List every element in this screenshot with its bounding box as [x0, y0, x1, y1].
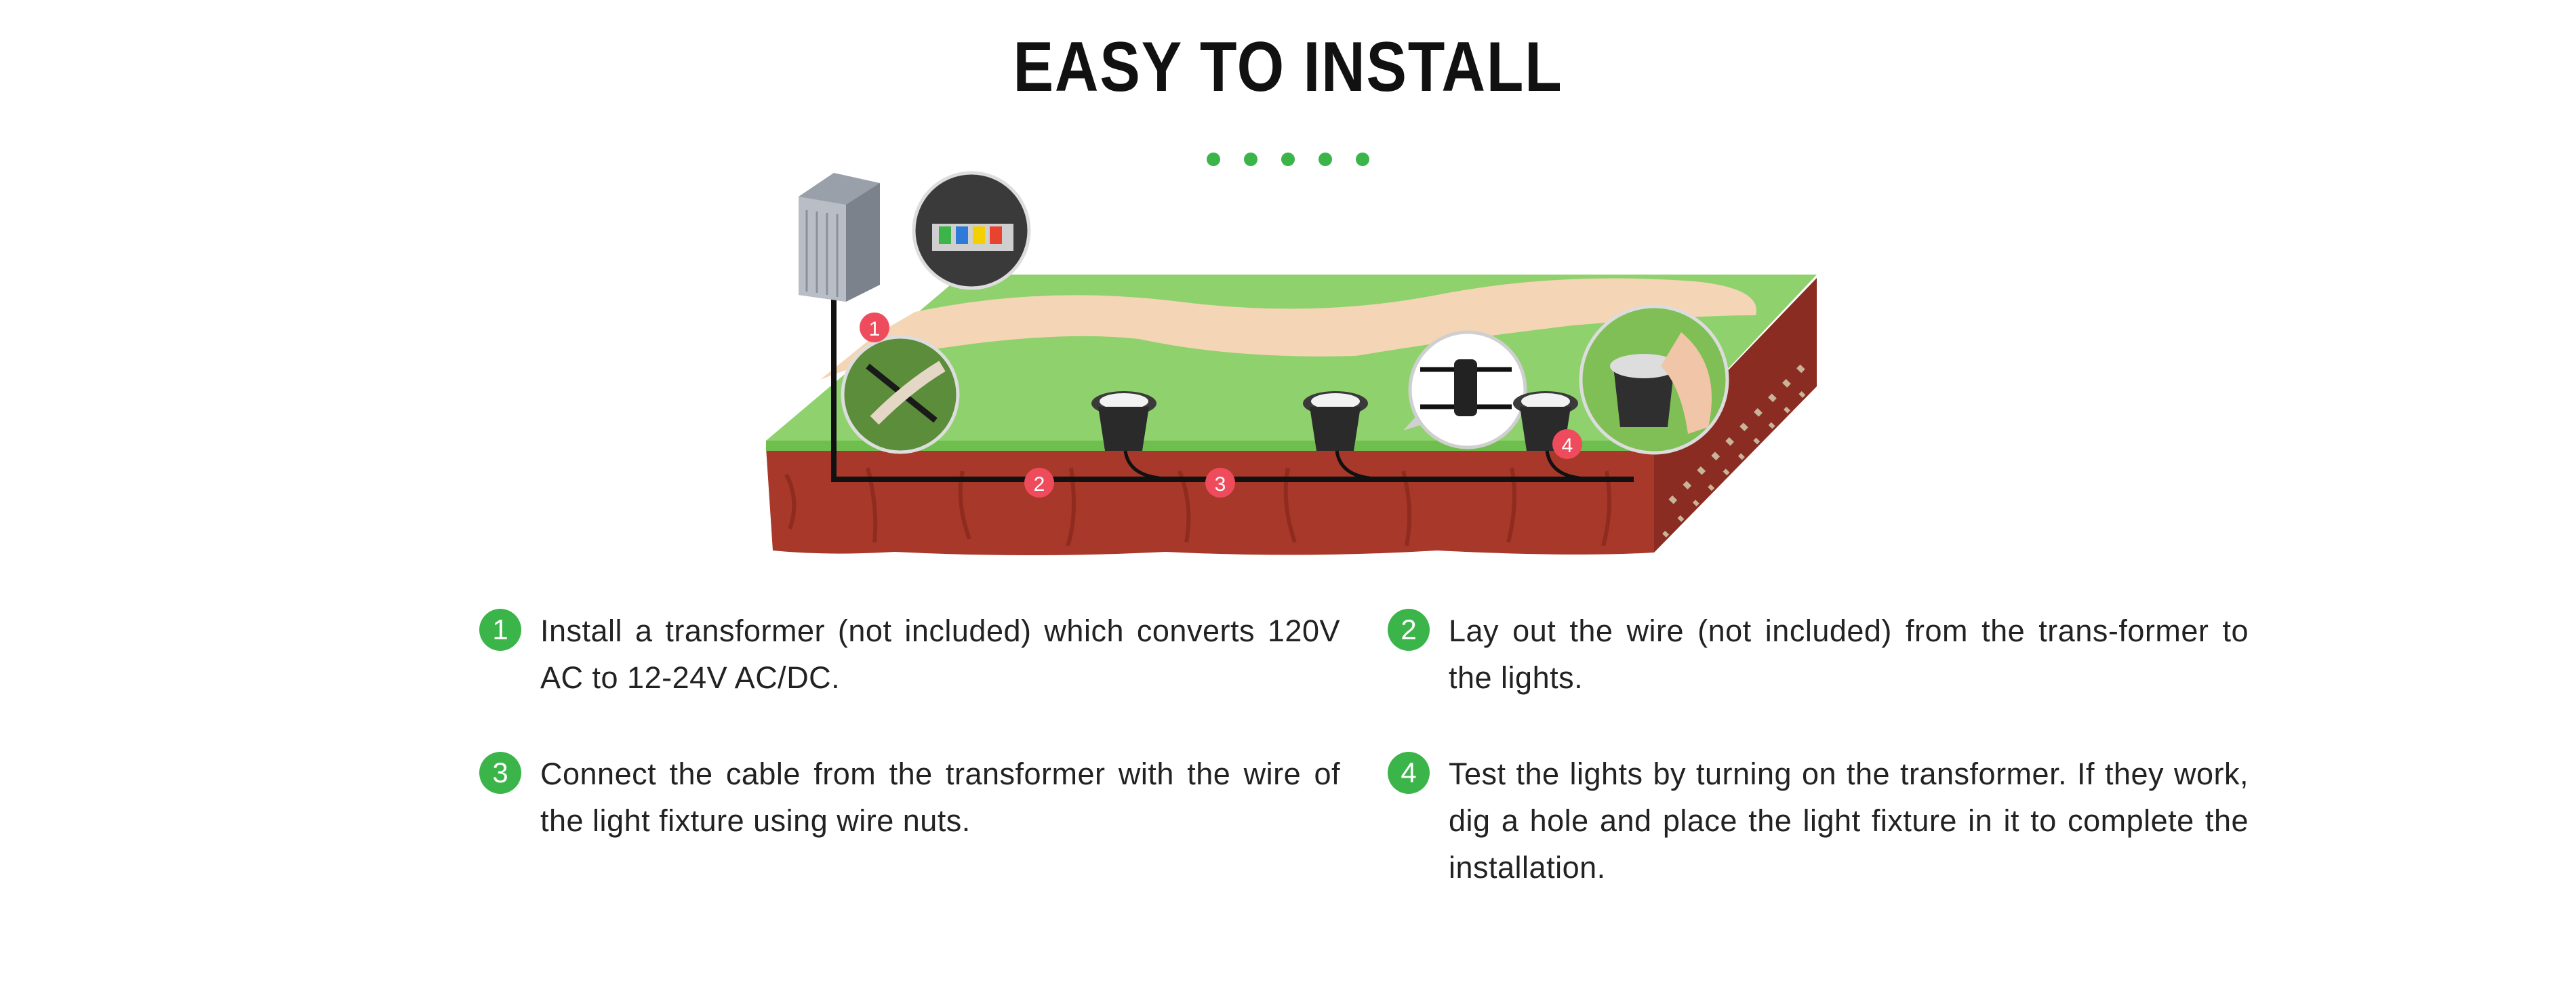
hand-inset	[1579, 304, 1729, 455]
soil-side	[1654, 278, 1817, 553]
light-fixture	[1091, 391, 1160, 480]
step-text: Install a transformer (not included) whi…	[540, 614, 1340, 695]
soil-front	[766, 447, 1654, 555]
marker-label: 1	[869, 318, 881, 340]
step-text: Test the lights by turning on the transf…	[1449, 757, 2249, 885]
marker-4: 4	[1552, 429, 1582, 459]
marker-label: 4	[1562, 435, 1573, 457]
marker-3: 3	[1205, 468, 1235, 498]
dot	[1319, 153, 1332, 166]
marker-1: 1	[860, 313, 889, 342]
terminal-inset	[912, 171, 1031, 290]
decorative-dots	[1207, 153, 1369, 173]
dot	[1207, 153, 1220, 166]
step-number-badge: 1	[479, 609, 521, 651]
wiring-inset	[841, 335, 960, 454]
page-title: EASY TO INSTALL	[1013, 28, 1563, 106]
connector-inset	[1403, 330, 1527, 449]
sand-path	[820, 278, 1756, 380]
step-number-badge: 2	[1388, 609, 1430, 651]
soil-texture	[784, 467, 1611, 546]
step-number-badge: 4	[1388, 752, 1430, 794]
light-fixture	[1303, 391, 1370, 480]
transformer	[799, 173, 880, 302]
step-number-badge: 3	[479, 752, 521, 794]
pebbles	[1668, 357, 1813, 504]
installation-illustration: 1 2 3 4	[766, 171, 1817, 555]
dot	[1356, 153, 1369, 166]
dot	[1244, 153, 1257, 166]
dot	[1281, 153, 1295, 166]
marker-label: 2	[1034, 473, 1045, 496]
marker-label: 3	[1215, 473, 1226, 496]
step-text: Connect the cable from the transformer w…	[540, 757, 1340, 838]
step-text: Lay out the wire (not included) from the…	[1449, 614, 2249, 695]
marker-2: 2	[1024, 468, 1054, 498]
